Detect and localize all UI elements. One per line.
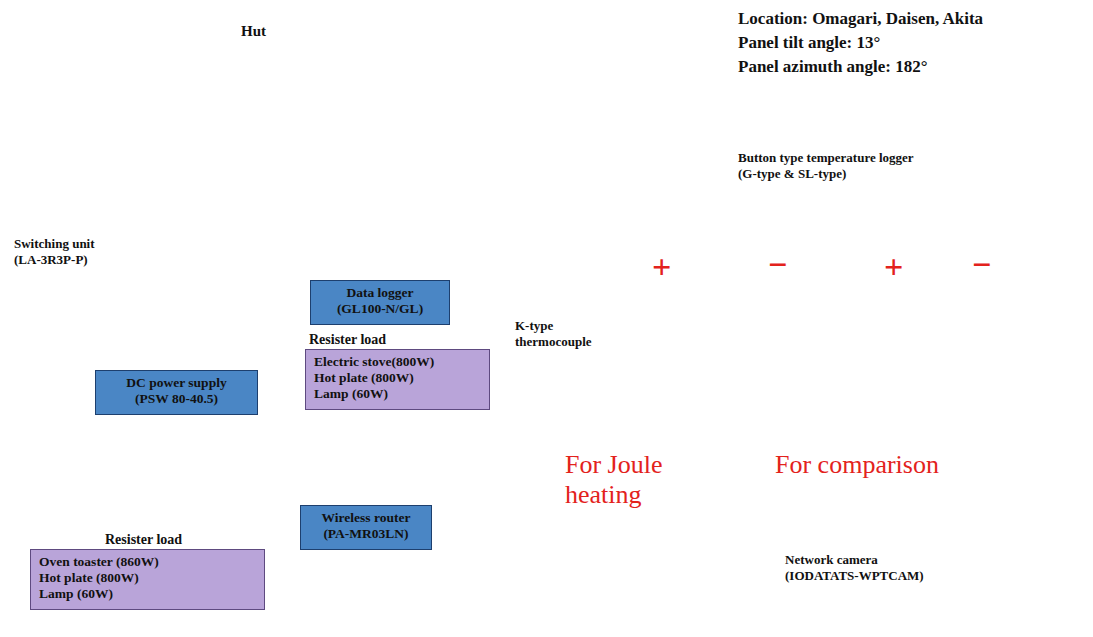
power-supply-box: DC power supply (PSW 80-40.5) <box>95 370 258 415</box>
box-heading: Resister load <box>309 332 386 349</box>
panel-caption: For comparison <box>775 450 939 480</box>
wire <box>480 236 962 350</box>
switch-terminal <box>88 316 93 321</box>
callout-label: Switching unit (LA-3R3P-P) <box>14 236 95 269</box>
hut-outline <box>7 7 501 631</box>
callout-label: Button type temperature logger (G-type &… <box>738 150 914 183</box>
hut-title-holder: Hut <box>5 22 502 40</box>
panel-edge <box>752 432 952 446</box>
temperature-logger <box>640 393 670 423</box>
hut-outline: HutData logger (GL100-N/GL) Resister load… <box>5 5 502 632</box>
site-info: Panel tilt angle: 13° <box>738 32 880 53</box>
switch-terminal <box>68 316 73 321</box>
label-holder: For Joule heating <box>565 450 663 510</box>
panel-edge <box>740 282 860 446</box>
callout-label: Network camera (IODATATS-WPTCAM) <box>785 552 924 585</box>
label-holder: Switching unit (LA-3R3P-P) <box>14 236 95 269</box>
site-info: Location: Omagari, Daisen, Akita <box>738 8 983 29</box>
terminal-sign: + <box>884 250 903 284</box>
heading-holder: Resister load <box>305 330 490 349</box>
thermocouple-tip <box>658 292 666 300</box>
load-list: Electric stove(800W) Hot plate (800W) La… <box>314 354 434 403</box>
label-holder: Network camera (IODATATS-WPTCAM) <box>785 552 924 585</box>
pv-panel <box>540 282 860 432</box>
camera-lens <box>674 555 712 595</box>
wire <box>465 224 916 350</box>
router-box: Wireless router (PA-MR03LN) <box>300 505 432 550</box>
data-logger-box: Data logger (GL100-N/GL) <box>310 280 450 325</box>
resistor-load-box: Electric stove(800W) Hot plate (800W) La… <box>305 349 490 410</box>
label-holder: − <box>768 248 787 282</box>
wire <box>99 350 101 372</box>
label-holder: − <box>972 248 991 282</box>
temperature-logger <box>875 395 905 425</box>
panel-edge <box>952 282 1072 446</box>
label-holder: For comparison <box>775 450 939 480</box>
switch-symbol <box>50 307 106 318</box>
hut-title: Hut <box>241 22 266 40</box>
label-holder: + <box>652 250 671 284</box>
terminal-sign: − <box>768 248 787 282</box>
box-heading: Resister load <box>105 532 182 549</box>
label-holder: Location: Omagari, Daisen, Akita <box>738 8 983 29</box>
wire <box>329 212 331 282</box>
temperature-logger <box>705 305 735 335</box>
resistor-load-box: Oven toaster (860W) Hot plate (800W) Lam… <box>30 549 265 610</box>
box-text: Data logger (GL100-N/GL) <box>337 285 423 317</box>
resistor-load-box: Resister loadOven toaster (860W) Hot pla… <box>30 530 265 610</box>
wire <box>409 236 411 282</box>
temperature-logger <box>920 353 950 383</box>
leader-arrow <box>740 192 795 301</box>
camera-body <box>691 570 750 627</box>
label-holder: K-type thermocouple <box>515 318 592 351</box>
resistor-load-box: Resister loadElectric stove(800W) Hot pl… <box>305 330 490 410</box>
box-text: Wireless router (PA-MR03LN) <box>322 510 411 542</box>
thermocouple-wire <box>450 295 662 297</box>
wire <box>344 200 346 282</box>
box-text: DC power supply (PSW 80-40.5) <box>126 375 226 407</box>
label-holder: Panel tilt angle: 13° <box>738 32 880 53</box>
temperature-logger <box>985 303 1015 333</box>
router-box: Wireless router (PA-MR03LN) <box>300 505 432 550</box>
panel-edge <box>540 432 740 446</box>
terminal-sign: + <box>652 250 671 284</box>
load-list: Oven toaster (860W) Hot plate (800W) Lam… <box>39 554 159 603</box>
label-holder: Panel azimuth angle: 182° <box>738 56 928 77</box>
switch-link <box>56 333 102 335</box>
callout-label: K-type thermocouple <box>515 318 592 351</box>
panel-caption: For Joule heating <box>565 450 663 510</box>
terminal-sign: − <box>972 248 991 282</box>
heading-holder: Resister load <box>30 530 265 549</box>
wire <box>394 224 396 282</box>
thermocouple-tip <box>616 381 624 389</box>
wire <box>107 350 109 372</box>
switch-unit <box>40 300 115 350</box>
leader-arrow <box>905 192 930 350</box>
temperature-logger <box>665 342 695 372</box>
leader-arrow <box>102 258 122 294</box>
power-supply-box: DC power supply (PSW 80-40.5) <box>95 370 258 415</box>
site-info: Panel azimuth angle: 182° <box>738 56 928 77</box>
pv-panel <box>752 282 1072 432</box>
label-holder: + <box>884 250 903 284</box>
network-camera <box>674 555 751 628</box>
data-logger-box: Data logger (GL100-N/GL) <box>310 280 450 325</box>
wire <box>265 212 756 585</box>
label-holder: Button type temperature logger (G-type &… <box>738 150 914 183</box>
